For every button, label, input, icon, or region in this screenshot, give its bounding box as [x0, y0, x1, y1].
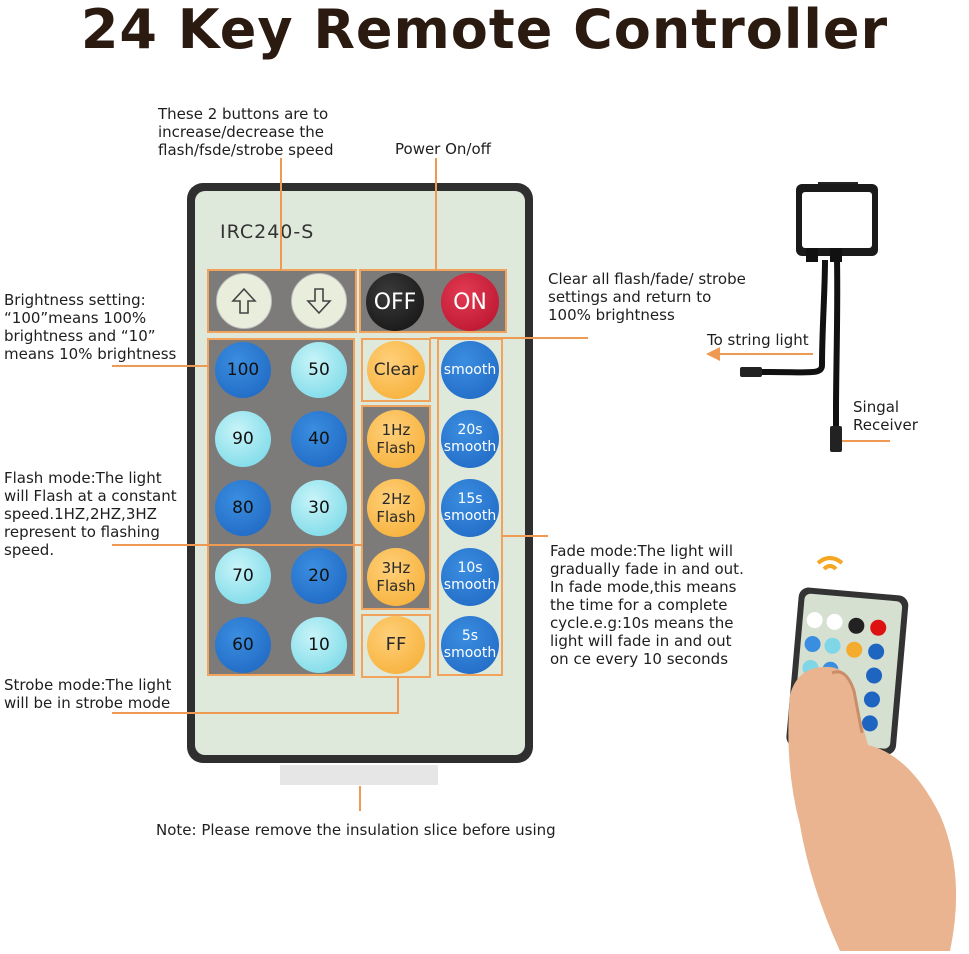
strobe-leader-h-line — [112, 712, 399, 714]
flash-annotation: Flash mode:The light will Flash at a con… — [4, 469, 177, 559]
fade-leader-line — [502, 535, 548, 537]
brightness-30-button[interactable]: 30 — [291, 480, 347, 536]
speed-up-button[interactable] — [216, 273, 272, 329]
clear-button[interactable]: Clear — [367, 341, 425, 399]
power-off-button[interactable]: OFF — [366, 273, 424, 331]
strobe-annotation: Strobe mode:The light will be in strobe … — [4, 676, 172, 712]
note-leader-line — [359, 786, 361, 811]
clear-leader-line — [430, 337, 588, 339]
smooth-10s-word: smooth — [443, 577, 497, 593]
brightness-50-button[interactable]: 50 — [291, 342, 347, 398]
smooth-button[interactable]: smooth — [441, 341, 499, 399]
speed-annotation: These 2 buttons are to increase/decrease… — [158, 105, 334, 159]
power-on-button[interactable]: ON — [441, 273, 499, 331]
led-controller-illustration — [740, 182, 878, 452]
flash-1hz-word: Flash — [376, 439, 416, 457]
smooth-20s-word: smooth — [443, 439, 497, 455]
brightness-annotation: Brightness setting: “100”means 100% brig… — [4, 291, 177, 363]
flash-3hz-value: 3Hz — [381, 559, 411, 577]
fade-annotation: Fade mode:The light will gradually fade … — [550, 542, 744, 668]
string-light-arrow-icon — [706, 347, 720, 361]
model-label: IRC240-S — [220, 221, 315, 243]
hand-remote-illustration — [786, 556, 957, 951]
arrow-up-icon — [231, 287, 257, 314]
brightness-70-button[interactable]: 70 — [215, 548, 271, 604]
ff-frame — [361, 614, 431, 678]
smooth-15s-value: 15s — [457, 491, 483, 507]
ff-button[interactable]: FF — [367, 616, 425, 674]
brightness-10-button[interactable]: 10 — [291, 617, 347, 673]
brightness-100-button[interactable]: 100 — [215, 342, 271, 398]
string-light-label: To string light — [707, 331, 809, 349]
strobe-leader-v-line — [397, 677, 399, 714]
flash-3hz-word: Flash — [376, 577, 416, 595]
brightness-90-button[interactable]: 90 — [215, 411, 271, 467]
smooth-5s-word: smooth — [443, 645, 497, 661]
brightness-80-button[interactable]: 80 — [215, 480, 271, 536]
smooth-15s-word: smooth — [443, 508, 497, 524]
power-leader-line — [435, 158, 437, 271]
smooth-frame — [437, 338, 503, 676]
power-annotation: Power On/off — [395, 140, 491, 158]
smooth-20s-value: 20s — [457, 422, 483, 438]
arrow-down-icon — [306, 288, 332, 315]
brightness-20-button[interactable]: 20 — [291, 548, 347, 604]
page-title: 24 Key Remote Controller — [80, 0, 889, 61]
insulation-slice — [280, 765, 438, 785]
flash-2hz-value: 2Hz — [381, 490, 411, 508]
flash-2hz-word: Flash — [376, 508, 416, 526]
speed-down-button[interactable] — [291, 273, 347, 329]
brightness-60-button[interactable]: 60 — [215, 617, 271, 673]
speed-leader-line — [280, 158, 282, 271]
smooth-10s-value: 10s — [457, 560, 483, 576]
receiver-leader-line — [840, 440, 890, 442]
clear-frame — [361, 338, 431, 402]
flash-1hz-value: 1Hz — [381, 421, 411, 439]
smooth-5s-value: 5s — [461, 628, 479, 644]
clear-annotation: Clear all flash/fade/ strobe settings an… — [548, 270, 746, 324]
brightness-leader-line — [112, 365, 209, 367]
flash-leader-line — [112, 544, 363, 546]
brightness-40-button[interactable]: 40 — [291, 411, 347, 467]
insulation-note: Note: Please remove the insulation slice… — [156, 821, 556, 839]
receiver-label: Singal Receiver — [853, 398, 918, 434]
string-light-leader-line — [718, 353, 813, 355]
